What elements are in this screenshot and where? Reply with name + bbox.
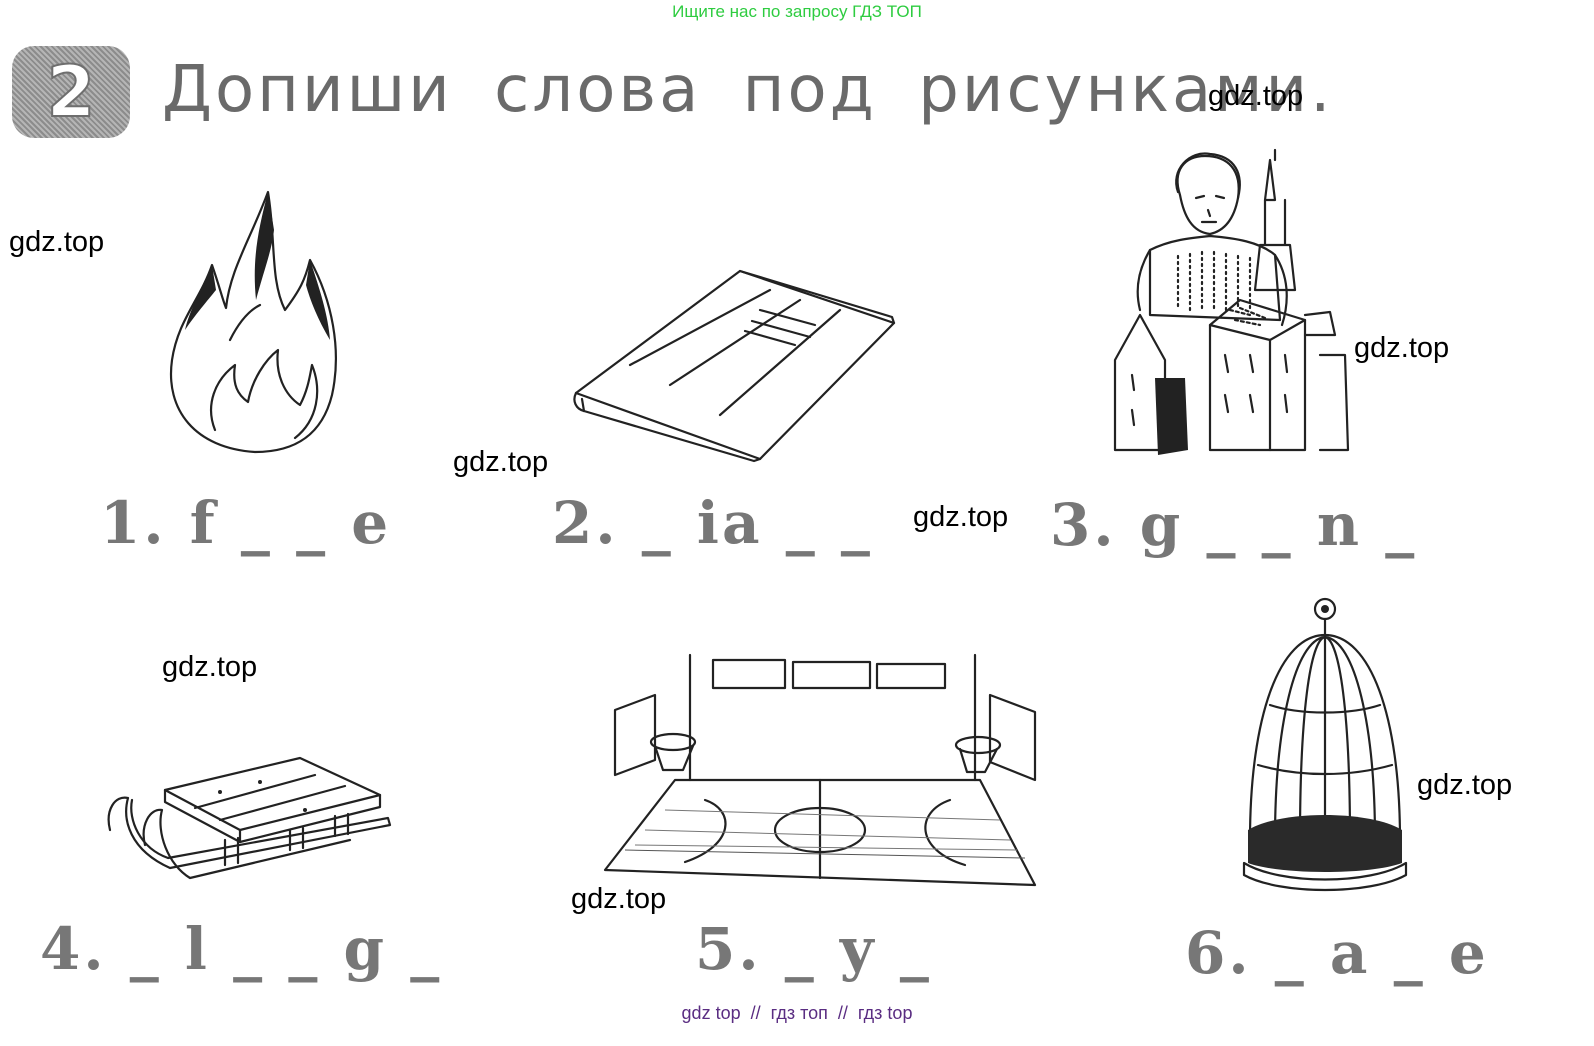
watermark: gdz.top (913, 501, 1009, 533)
exercise-item-4: 4. _ l _ _ g _ (40, 915, 443, 983)
watermark: gdz.top (571, 883, 667, 915)
watermark: gdz.top (1354, 332, 1450, 364)
gym-illustration (603, 653, 1037, 887)
watermark: gdz.top (453, 446, 549, 478)
exercise-item-3: 3. g _ _ n _ (1050, 491, 1418, 559)
task-number-badge: 2 (12, 46, 130, 138)
watermark: gdz.top (162, 651, 258, 683)
exercise-item-6: 6. _ a _ e (1185, 919, 1489, 987)
watermark: gdz.top (1417, 769, 1513, 801)
giant-illustration (1113, 148, 1350, 455)
fire-illustration (169, 190, 337, 454)
task-title: Допиши слова под рисунками. (162, 53, 1334, 127)
top-banner: Ищите нас по запросу ГДЗ ТОП (672, 2, 922, 21)
exercise-item-2: 2. _ ia _ _ (552, 489, 873, 557)
cage-illustration (1242, 597, 1408, 892)
task-number: 2 (46, 51, 97, 133)
exercise-item-1: 1. f _ _ e (100, 489, 392, 557)
exercise-item-5: 5. _ y _ (695, 915, 932, 983)
watermark: gdz.top (9, 226, 105, 258)
footer-links[interactable]: gdz top // гдз топ // гдз top (681, 1003, 913, 1023)
sledge-illustration (107, 756, 392, 880)
watermark: gdz.top (1208, 80, 1304, 112)
book-illustration (573, 269, 896, 463)
